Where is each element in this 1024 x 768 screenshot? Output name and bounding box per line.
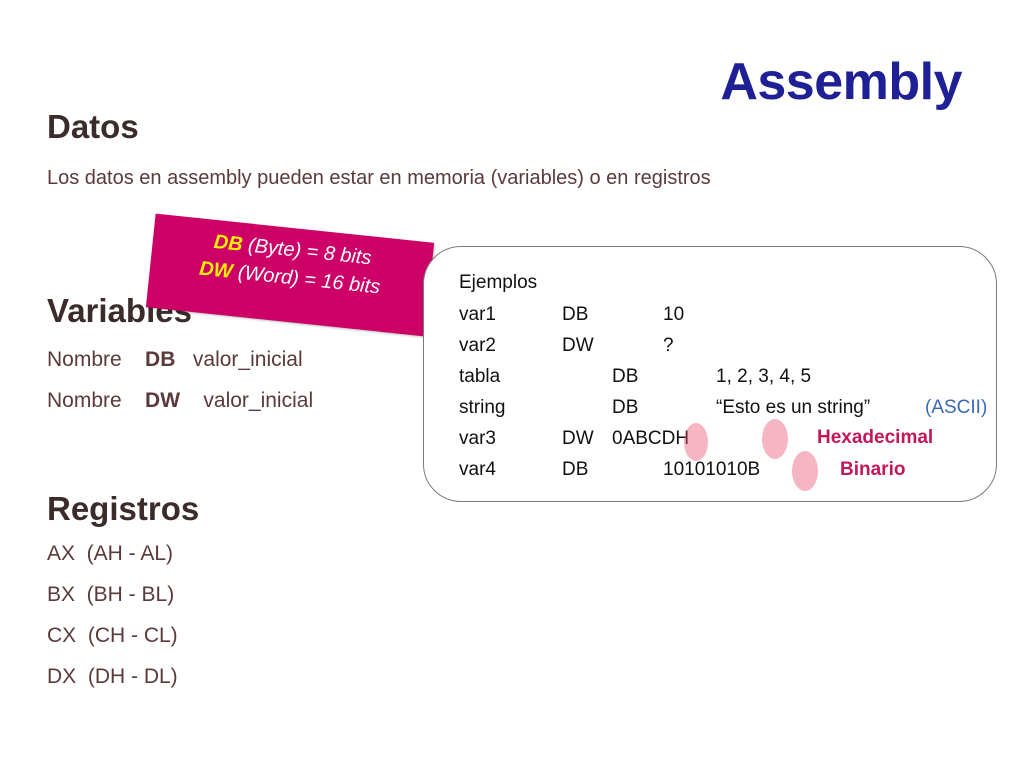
example-row: string DB “Esto es un string” (ASCII) (459, 397, 999, 421)
example-value: 10 (663, 304, 685, 325)
example-row: var3 DW 0ABCDH (459, 428, 999, 452)
variable-type: DW (145, 389, 181, 412)
example-name: var1 (459, 304, 496, 325)
binary-suffix-highlight (792, 451, 818, 491)
example-row: var4 DB 10101010B (459, 459, 999, 483)
example-name: tabla (459, 366, 501, 387)
register-list: AX (AH - AL) BX (BH - BL) CX (CH - CL) D… (47, 542, 178, 706)
example-type: DB (562, 459, 589, 480)
example-type: DB (612, 366, 639, 387)
example-type: DW (562, 335, 594, 356)
binary-label: Binario (840, 459, 906, 480)
example-row: var2 DW ? (459, 335, 999, 359)
registros-heading: Registros (47, 490, 200, 527)
register-item: BX (BH - BL) (47, 583, 175, 606)
hex-suffix-highlight (684, 423, 708, 461)
hex-highlight (762, 419, 788, 459)
examples-title: Ejemplos (459, 272, 538, 293)
callout-keyword: DB (212, 230, 244, 256)
example-row: var1 DB 10 (459, 304, 999, 328)
ascii-note: (ASCII) (925, 397, 988, 418)
datos-description: Los datos en assembly pueden estar en me… (47, 167, 711, 189)
datos-heading: Datos (47, 108, 139, 145)
variable-name: Nombre (47, 389, 122, 412)
example-name: var2 (459, 335, 496, 356)
variable-syntax-db: Nombre DB valor_inicial (47, 348, 303, 372)
hexadecimal-label: Hexadecimal (817, 427, 934, 448)
register-item: CX (CH - CL) (47, 624, 178, 647)
register-item: AX (AH - AL) (47, 542, 174, 565)
variable-value: valor_inicial (203, 389, 314, 412)
example-type: DB (612, 397, 639, 418)
example-type: DW (562, 428, 594, 449)
variable-value: valor_inicial (192, 348, 303, 371)
example-value: “Esto es un string” (716, 397, 871, 418)
example-value: 10101010B (663, 459, 761, 480)
example-value: 1, 2, 3, 4, 5 (716, 366, 812, 387)
variable-name: Nombre (47, 348, 122, 371)
register-item: DX (DH - DL) (47, 665, 178, 688)
callout-keyword: DW (198, 257, 234, 283)
example-type: DB (562, 304, 589, 325)
example-name: var3 (459, 428, 496, 449)
slide-title: Assembly (720, 53, 962, 111)
variable-syntax-dw: Nombre DW valor_inicial (47, 389, 313, 413)
variable-type: DB (145, 348, 176, 371)
examples-box: Ejemplos var1 DB 10 var2 DW ? tabla DB 1… (423, 246, 997, 502)
example-value: ? (663, 335, 674, 356)
example-value: 0ABCDH (612, 428, 690, 449)
example-name: string (459, 397, 506, 418)
example-row: tabla DB 1, 2, 3, 4, 5 (459, 366, 999, 390)
example-name: var4 (459, 459, 496, 480)
